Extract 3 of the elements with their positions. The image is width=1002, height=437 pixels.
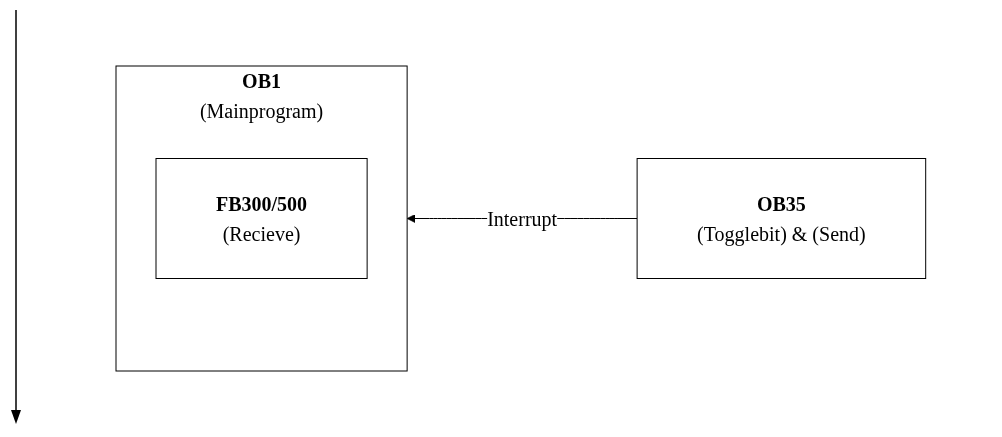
node-box: FB300/500 (Recieve) <box>155 158 368 279</box>
node-box: OB35 (Togglebit) & (Send) <box>636 158 927 279</box>
edge-label: Interrupt <box>487 207 558 230</box>
